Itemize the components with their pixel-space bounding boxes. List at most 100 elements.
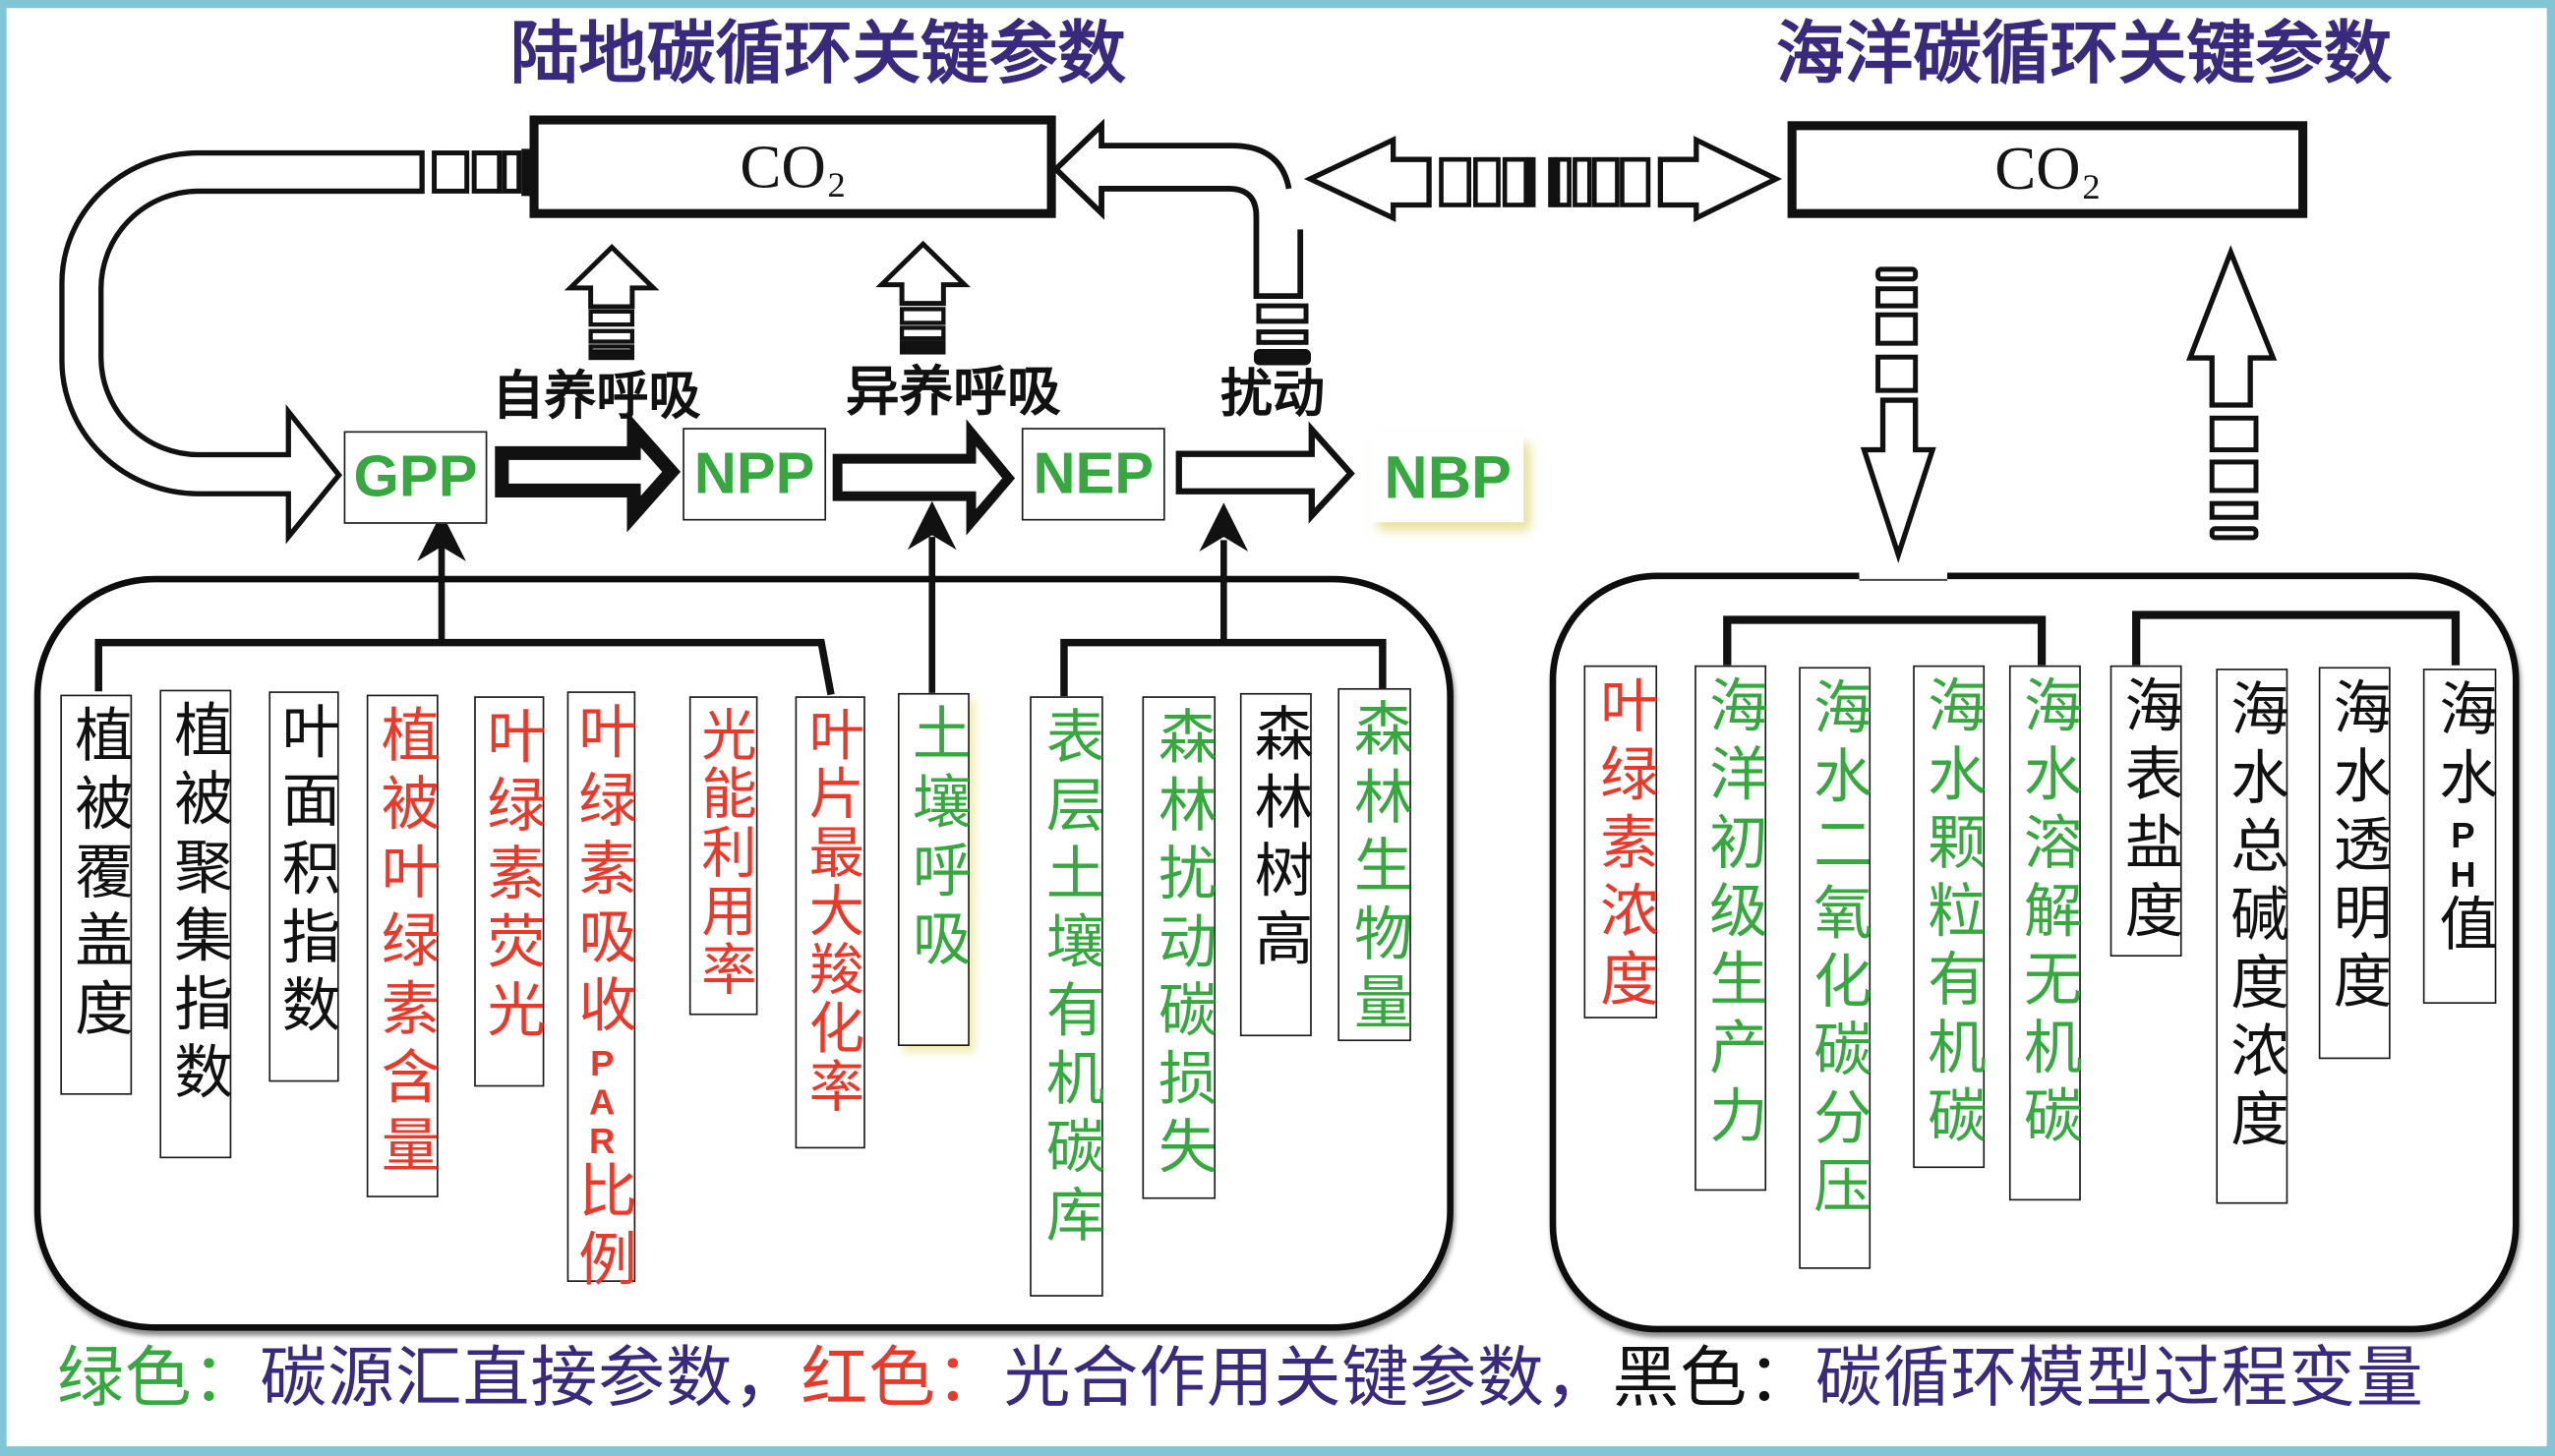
param-topsoil-organic-carbon: 表层土壤有机碳库 <box>1030 696 1103 1297</box>
gpp-to-npp-arrow <box>495 411 682 533</box>
ocean-panel-inlet-gap <box>1859 569 1947 581</box>
param-leaf-area-index: 叶面积指数 <box>268 691 339 1082</box>
legend-key-green: 绿色： <box>56 1338 261 1418</box>
dash-segment <box>1875 266 1919 282</box>
soil-respiration-arrowhead <box>907 500 957 551</box>
param-fpar: 叶绿素吸收PAR比例 <box>566 691 636 1297</box>
heterotrophic-respiration-dashes <box>899 307 946 355</box>
dash-segment <box>1439 156 1472 207</box>
param-sea-surface-salinity: 海表盐度 <box>2109 665 2182 957</box>
color-legend: 绿色：碳源汇直接参数，红色：光合作用关键参数，黑色：碳循环模型过程变量 <box>57 1339 2424 1417</box>
ocean-uptake-arrow <box>1860 397 1936 563</box>
disturbance-to-co2-arrow-fill <box>1055 125 1301 297</box>
land-section-title: 陆地碳循环关键参数 <box>509 13 1126 93</box>
disturbance-dashes <box>1253 303 1311 366</box>
dash-segment <box>1875 354 1919 393</box>
autotrophic-respiration-dashes <box>588 309 635 361</box>
dash-segment <box>899 325 946 341</box>
param-light-use-efficiency: 光能利用率 <box>688 696 758 1016</box>
param-forest-biomass: 森林生物量 <box>1337 687 1411 1042</box>
land-co2-formula: CO <box>740 132 826 202</box>
param-ocean-primary-productivity: 海洋初级生产力 <box>1694 665 1767 1192</box>
legend-desc-black: 碳循环模型过程变量 <box>1814 1338 2424 1418</box>
dash-segment <box>588 352 635 361</box>
dash-segment <box>1502 156 1528 207</box>
legend-desc-red: 光合作用关键参数， <box>1003 1338 1613 1418</box>
param-chlorophyll-concentration: 叶绿素浓度 <box>1583 665 1658 1019</box>
nep-to-nbp-arrow <box>1175 421 1355 524</box>
dash-segment <box>1573 156 1592 207</box>
param-dissolved-inorganic-carbon: 海水溶解无机碳 <box>2008 665 2081 1201</box>
disturbance-to-co2-arrow <box>1051 118 1304 300</box>
ocean-co2-box <box>1787 121 2308 218</box>
ocean-carbon-params-connector <box>1723 615 2047 666</box>
dash-segment <box>899 340 946 349</box>
param-seawater-transparency: 海水透明度 <box>2318 667 2391 1060</box>
dash-segment <box>1591 156 1620 207</box>
dash-segment <box>2209 415 2259 453</box>
ocean-physical-params-connector <box>2132 611 2461 666</box>
dash-segment <box>2209 526 2259 541</box>
dash-segment <box>1526 156 1536 207</box>
co2-to-gpp-dashes <box>432 148 532 197</box>
node-npp: NPP <box>683 427 827 521</box>
dash-segment <box>432 150 470 194</box>
photosynthesis-params-connector <box>94 638 835 696</box>
param-forest-disturbance-carbon-loss: 森林扰动碳损失 <box>1142 696 1217 1199</box>
co2-to-gpp-arrow <box>59 149 425 545</box>
ocean-co2-formula: CO <box>1994 135 2081 204</box>
dash-segment <box>588 309 635 327</box>
param-soil-respiration: 土壤呼吸 <box>897 692 970 1047</box>
ocean-release-arrow <box>2186 245 2278 408</box>
ocean-release-dashes <box>2209 415 2259 541</box>
autotrophic-respiration-arrow <box>564 244 660 310</box>
land-co2-subscript: 2 <box>827 163 846 204</box>
dash-segment <box>521 148 532 197</box>
param-total-alkalinity: 海水总碱度浓度 <box>2216 669 2288 1204</box>
ocean-co2-subscript: 2 <box>2082 165 2101 207</box>
dash-segment <box>1472 156 1501 207</box>
param-seawater-pco2: 海水二氧化碳分压 <box>1799 667 1872 1269</box>
node-nbp: NBP <box>1372 433 1524 523</box>
legend-desc-green: 碳源汇直接参数， <box>260 1338 802 1418</box>
dash-segment <box>899 347 946 355</box>
dash-segment <box>502 150 522 194</box>
land-co2-box <box>529 115 1056 218</box>
land-ocean-exchange-arrow-right <box>1657 136 1783 222</box>
param-particulate-organic-carbon: 海水颗粒有机碳 <box>1913 665 1986 1169</box>
autotrophic-respiration-label: 自养呼吸 <box>492 364 701 427</box>
dash-segment <box>588 328 635 344</box>
param-vegetation-cover: 植被覆盖度 <box>60 694 133 1095</box>
dash-segment <box>588 344 635 354</box>
heterotrophic-respiration-arrow <box>875 240 971 307</box>
node-gpp: GPP <box>343 430 488 524</box>
dash-segment <box>899 307 946 325</box>
gpp-input-arrowhead <box>417 512 466 561</box>
param-clumping-index: 植被聚集指数 <box>159 689 232 1159</box>
legend-key-black: 黑色： <box>1612 1338 1815 1418</box>
npp-to-nep-arrow <box>832 419 1016 536</box>
disturbance-label: 扰动 <box>1220 363 1326 425</box>
dash-segment <box>1256 303 1309 324</box>
dash-segment <box>2209 459 2259 494</box>
param-max-carboxylation-rate: 叶片最大羧化率 <box>795 696 865 1149</box>
ocean-section-title: 海洋碳循环关键参数 <box>1776 13 2393 93</box>
latin-abbreviation: PAR <box>581 1042 623 1160</box>
param-seawater-ph: 海水PH值 <box>2422 669 2497 1004</box>
dash-segment <box>471 150 503 194</box>
land-ocean-exchange-dashes <box>1439 156 1651 207</box>
ocean-uptake-dashes <box>1875 266 1919 393</box>
param-chlorophyll-fluorescence: 叶绿素荧光 <box>474 696 545 1087</box>
node-nep: NEP <box>1021 427 1165 521</box>
dash-segment <box>1620 156 1651 207</box>
dash-segment <box>1875 286 1919 309</box>
param-forest-canopy-height: 森林树高 <box>1239 692 1312 1037</box>
disturbance-input-arrowhead <box>1199 502 1249 552</box>
dash-segment <box>1253 348 1311 366</box>
dash-segment <box>2209 500 2259 520</box>
land-ocean-exchange-arrow-left <box>1303 136 1432 222</box>
